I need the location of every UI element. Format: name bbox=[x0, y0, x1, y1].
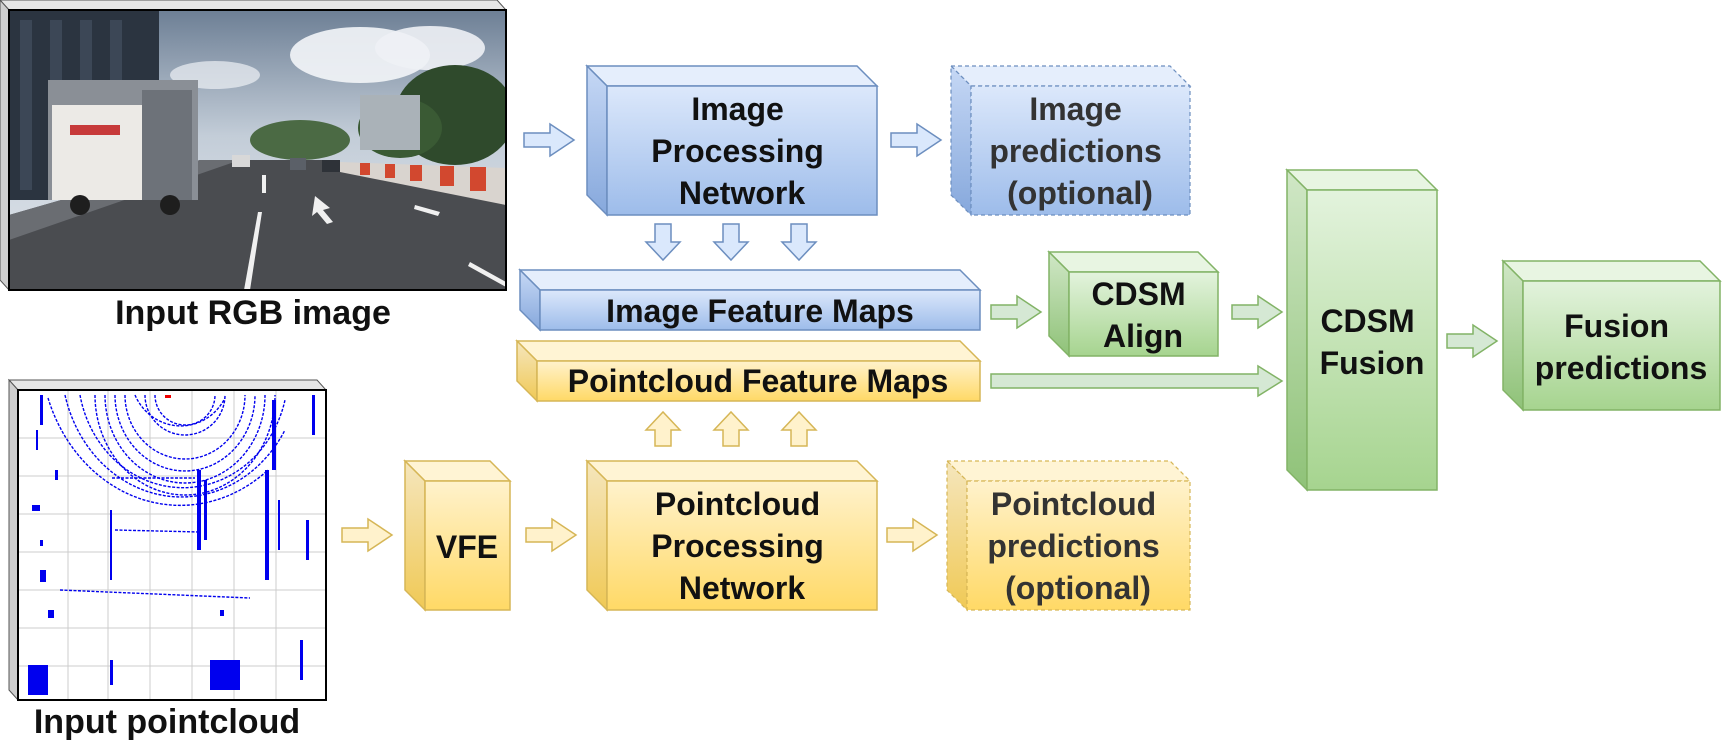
svg-text:Fusion predictions: Fusion predictions bbox=[1535, 308, 1707, 386]
arrow-fusion-to-predictions bbox=[1446, 323, 1499, 359]
input-pointcloud bbox=[7, 378, 328, 702]
image-processing-network-block: Image Processing Network bbox=[585, 64, 879, 217]
arrow-vfe-to-pointcloud-network bbox=[525, 517, 578, 553]
pointcloud-network-line-3: Network bbox=[679, 570, 805, 606]
arrows-pointcloud-network-to-feature-maps bbox=[644, 410, 818, 447]
arrow-align-to-fusion bbox=[1231, 294, 1284, 330]
pointcloud-network-line-1: Pointcloud bbox=[655, 486, 820, 522]
vfe-label: VFE bbox=[436, 529, 498, 565]
arrow-to-image-predictions bbox=[890, 122, 943, 158]
arrow-to-pointcloud-predictions bbox=[886, 517, 939, 553]
pointcloud-predictions-line-1: Pointcloud bbox=[991, 486, 1156, 522]
svg-text:Image predictions: Image predictions (optional) bbox=[989, 91, 1170, 211]
pointcloud-scan-rings bbox=[47, 394, 286, 599]
cdsm-align-line-2: Align bbox=[1103, 318, 1183, 354]
pointcloud-feature-maps-label: Pointcloud Feature Maps bbox=[568, 363, 948, 399]
image-predictions-line-2: predictions bbox=[989, 133, 1161, 169]
svg-text:Pointcloud predictions: Pointcloud predictions (optional) bbox=[987, 486, 1168, 606]
input-rgb-label: Input RGB image bbox=[115, 294, 391, 332]
cdsm-fusion-block: CDSM Fusion bbox=[1285, 168, 1439, 492]
cdsm-fusion-line-1: CDSM bbox=[1320, 303, 1414, 339]
svg-text:Pointcloud Processing: Pointcloud Processing Network bbox=[651, 486, 832, 606]
cdsm-align-line-1: CDSM bbox=[1091, 276, 1185, 312]
arrows-image-network-to-feature-maps bbox=[644, 223, 818, 262]
pointcloud-predictions-block: Pointcloud predictions (optional) bbox=[945, 459, 1192, 612]
fusion-predictions-line-2: predictions bbox=[1535, 350, 1707, 386]
arrow-pointcloud-features-to-fusion bbox=[990, 364, 1284, 398]
image-predictions-block: Image predictions (optional) bbox=[949, 64, 1192, 217]
image-feature-maps-block: Image Feature Maps bbox=[518, 268, 982, 332]
image-feature-maps-label: Image Feature Maps bbox=[606, 293, 914, 329]
arrow-pointcloud-to-vfe bbox=[341, 517, 394, 553]
input-rgb-image bbox=[0, 0, 508, 292]
image-predictions-line-1: Image bbox=[1029, 91, 1121, 127]
input-pointcloud-label: Input pointcloud bbox=[34, 703, 300, 741]
image-predictions-line-3: (optional) bbox=[1007, 175, 1153, 211]
pointcloud-points bbox=[28, 395, 315, 695]
pointcloud-predictions-line-3: (optional) bbox=[1005, 570, 1151, 606]
cdsm-fusion-line-2: Fusion bbox=[1320, 345, 1425, 381]
svg-text:CDSM Fusion: CDSM Fusion bbox=[1320, 303, 1425, 381]
fusion-predictions-block: Fusion predictions bbox=[1501, 259, 1722, 412]
pointcloud-processing-network-block: Pointcloud Processing Network bbox=[585, 459, 879, 612]
pointcloud-feature-maps-block: Pointcloud Feature Maps bbox=[515, 339, 982, 403]
svg-text:CDSM Align: CDSM Align bbox=[1091, 276, 1194, 354]
cdsm-align-block: CDSM Align bbox=[1047, 250, 1220, 358]
arrow-rgb-to-image-network bbox=[523, 122, 576, 158]
vfe-block: VFE bbox=[403, 459, 512, 612]
pointcloud-predictions-line-2: predictions bbox=[987, 528, 1159, 564]
image-network-line-2: Processing bbox=[651, 133, 824, 169]
fusion-predictions-line-1: Fusion bbox=[1564, 308, 1669, 344]
image-network-line-1: Image bbox=[691, 91, 783, 127]
svg-text:Image Processing N: Image Processing Network bbox=[651, 91, 832, 211]
image-network-line-3: Network bbox=[679, 175, 805, 211]
arrow-image-features-to-align bbox=[990, 294, 1043, 330]
pointcloud-network-line-2: Processing bbox=[651, 528, 824, 564]
